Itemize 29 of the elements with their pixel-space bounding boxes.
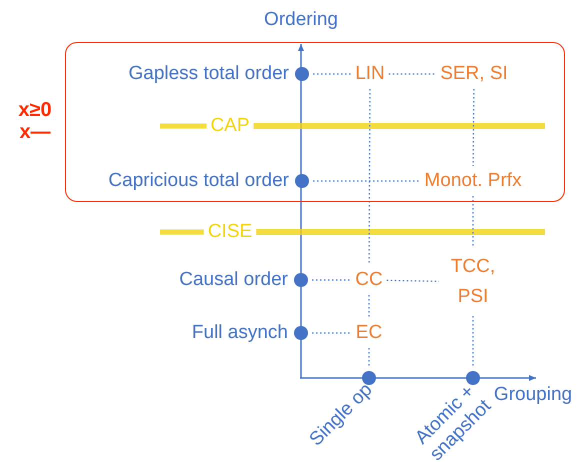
axis-title: Ordering — [264, 9, 338, 31]
dotted-connector — [388, 73, 436, 75]
dotted-connector — [472, 196, 474, 248]
model-label: EC — [356, 322, 382, 344]
dotted-connector — [312, 332, 352, 334]
model-label: LIN — [355, 63, 385, 85]
dotted-connector — [368, 295, 370, 318]
note-text: x≥0 — [18, 99, 52, 121]
axis-label: Causal order — [179, 269, 288, 291]
dotted-connector — [472, 316, 474, 367]
axis-label: Gapless total order — [128, 63, 289, 85]
dotted-connector — [313, 180, 420, 182]
dotted-connector — [386, 280, 440, 282]
dotted-connector — [368, 89, 371, 265]
dotted-connector — [368, 348, 370, 367]
axis-label: Full asynch — [192, 322, 288, 344]
dotted-connector — [472, 89, 474, 166]
dotted-connector — [313, 73, 352, 75]
model-label: TCC, PSI — [443, 252, 503, 312]
model-label: SER, SI — [440, 63, 508, 85]
note-text: x— — [19, 121, 51, 143]
boundary-label: CAP — [210, 115, 250, 137]
model-label: Monot. Prfx — [424, 170, 522, 192]
model-label: CC — [355, 269, 383, 291]
highlight-frame — [65, 42, 565, 202]
boundary-label: CISE — [208, 221, 252, 243]
axis-title: Grouping — [494, 384, 572, 406]
dotted-connector — [312, 279, 352, 281]
axis-label: Capricious total order — [108, 170, 289, 192]
